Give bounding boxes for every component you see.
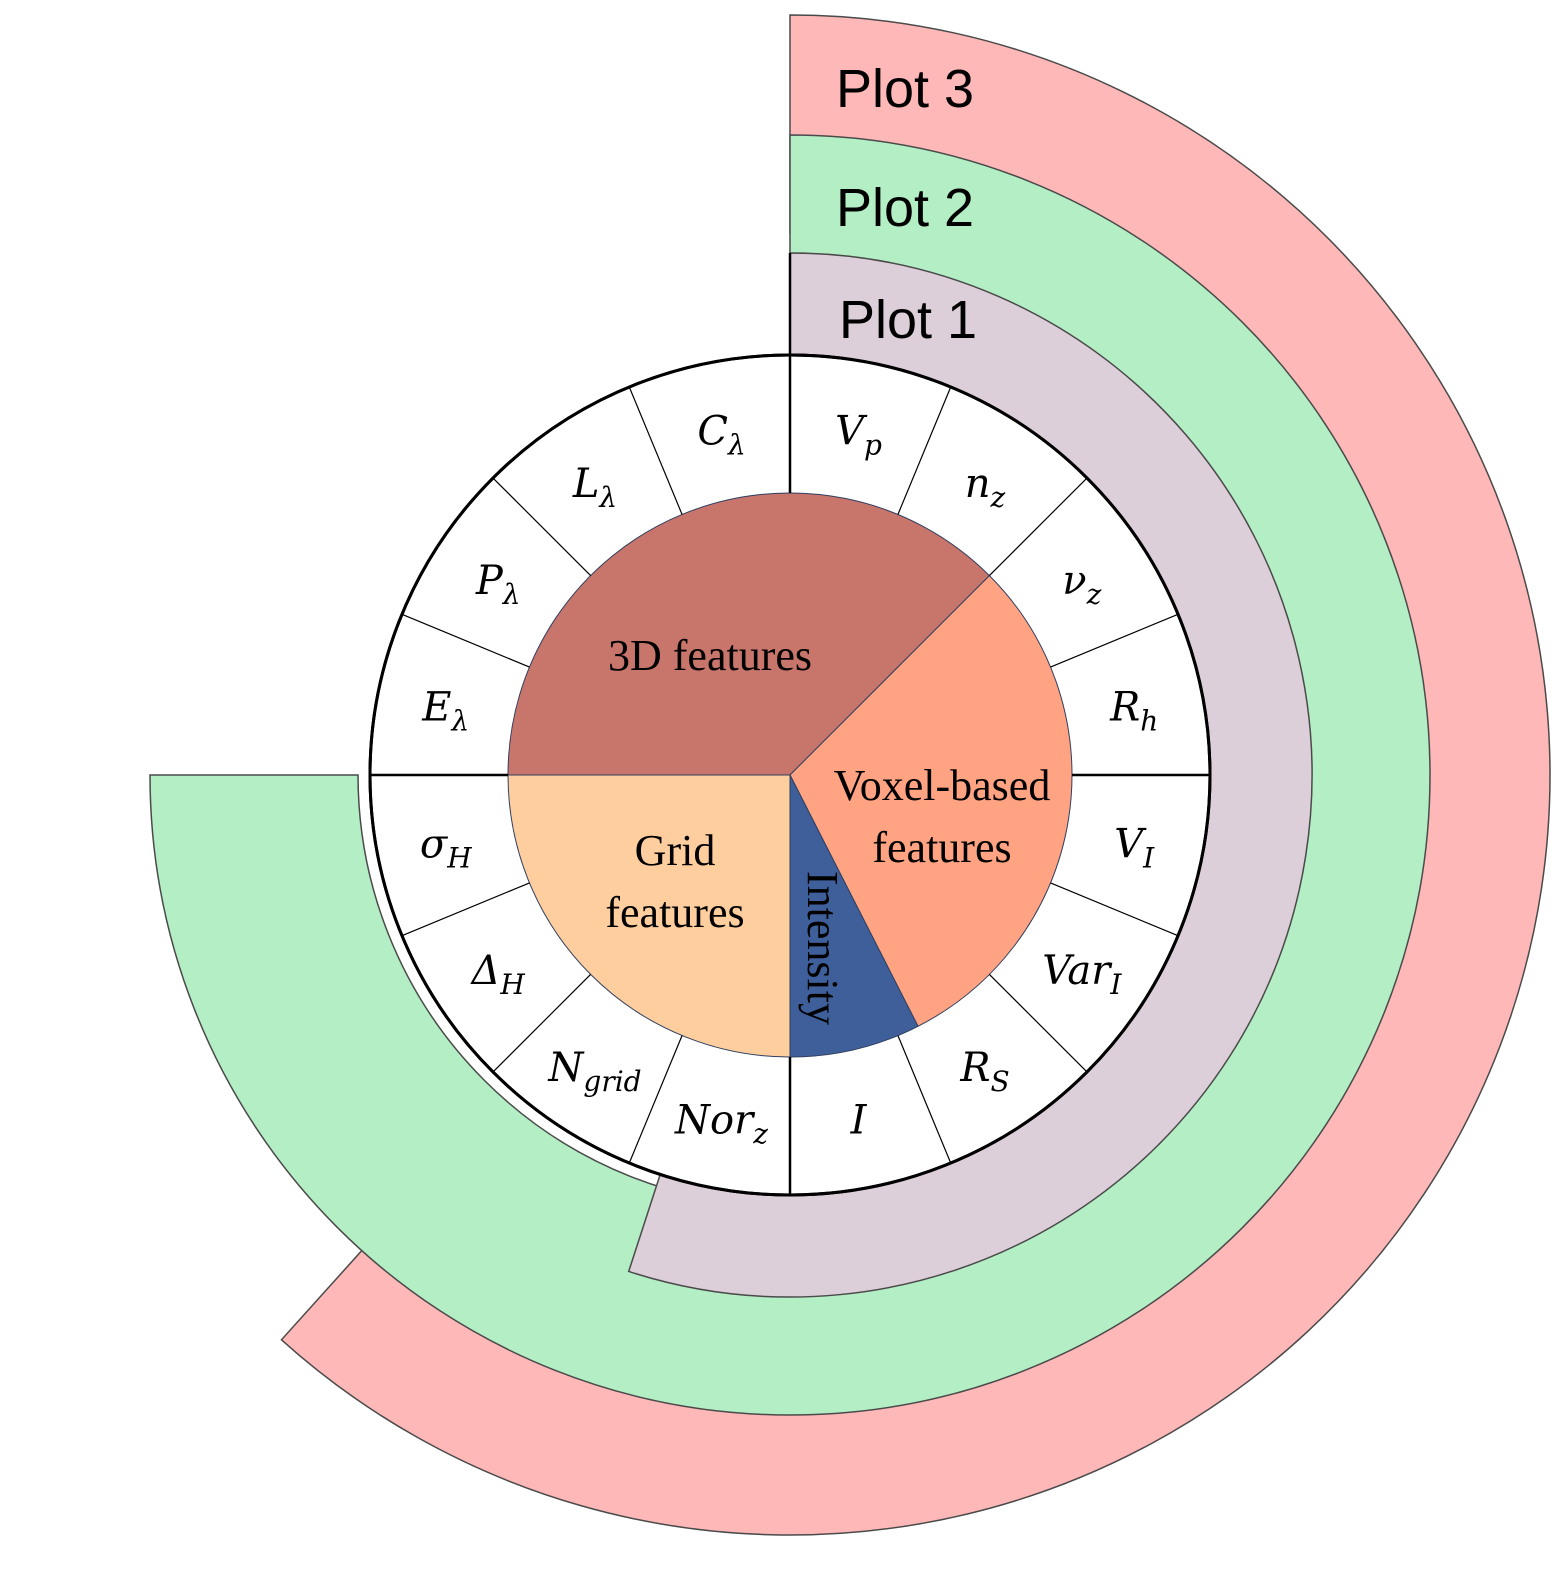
segment-divider-2: [988, 477, 1088, 577]
plot-1-label: Plot 1: [839, 290, 977, 350]
feature-sub-5: I: [1109, 968, 1122, 1001]
segment-divider-7: [897, 1035, 952, 1164]
core-label-3-line-0: Grid: [635, 826, 716, 875]
plot-labels: Plot 3 Plot 2 Plot 1: [836, 59, 977, 350]
segment-divider-6: [988, 973, 1088, 1073]
feature-sub-2: z: [1086, 578, 1102, 611]
feature-label-0: Vp: [835, 409, 882, 462]
feature-sub-11: H: [446, 841, 472, 874]
segment-divider-15: [628, 386, 683, 515]
core-label-0-line-0: 3D features: [608, 631, 812, 680]
feature-label-9: Ngrid: [547, 1045, 641, 1098]
segment-divider-9: [628, 1035, 683, 1164]
feature-sub-9: grid: [583, 1065, 641, 1098]
feature-label-11: σH: [420, 821, 472, 874]
segment-divider-3: [1050, 613, 1179, 668]
feature-main-3: R: [1109, 685, 1140, 731]
feature-label-2: νz: [1062, 558, 1101, 611]
feature-main-2: ν: [1062, 558, 1086, 604]
feature-label-10: ΔH: [469, 948, 525, 1001]
segment-divider-1: [897, 386, 952, 515]
feature-label-3: Rh: [1109, 685, 1158, 738]
feature-sub-8: z: [752, 1117, 768, 1150]
feature-sub-3: h: [1140, 705, 1158, 738]
core-label-2-line-0: Intensity: [798, 871, 847, 1025]
feature-main-9: N: [547, 1045, 585, 1091]
segment-divider-10: [492, 973, 592, 1073]
feature-main-15: C: [697, 409, 728, 455]
feature-main-8: Nor: [674, 1097, 756, 1143]
core-label-1-line-0: Voxel-based: [834, 761, 1051, 810]
feature-group-core: 3D featuresVoxel-basedfeaturesIntensityG…: [507, 492, 1073, 1058]
feature-label-13: Pλ: [475, 558, 521, 611]
feature-label-6: RS: [959, 1045, 1009, 1098]
plot-2-label: Plot 2: [836, 178, 974, 238]
feature-sub-6: S: [990, 1065, 1009, 1098]
feature-label-7: I: [850, 1097, 868, 1143]
segment-divider-5: [1050, 882, 1179, 937]
feature-label-5: VarI: [1042, 948, 1122, 1001]
feature-sub-4: I: [1142, 841, 1155, 874]
feature-sub-1: z: [990, 481, 1006, 514]
segment-divider-13: [401, 613, 530, 668]
plot-3-label: Plot 3: [836, 59, 974, 119]
feature-main-13: P: [475, 558, 504, 604]
feature-main-4: V: [1114, 821, 1147, 867]
feature-label-8: Norz: [674, 1097, 768, 1150]
feature-main-1: n: [965, 461, 991, 507]
feature-main-14: L: [572, 461, 600, 507]
core-sector-1: [789, 574, 1073, 1027]
feature-sub-13: λ: [502, 578, 521, 611]
feature-main-5: Var: [1042, 948, 1113, 994]
segment-divider-14: [492, 477, 592, 577]
core-label-1-line-1: features: [872, 823, 1011, 872]
feature-label-4: VI: [1114, 821, 1155, 874]
feature-sub-0: p: [864, 429, 882, 462]
feature-main-11: σ: [420, 821, 449, 867]
segment-dividers: [368, 253, 1212, 1197]
core-sector-2: [789, 774, 919, 1058]
feature-main-0: V: [835, 409, 868, 455]
feature-sub-15: λ: [727, 429, 746, 462]
feature-label-12: Eλ: [421, 685, 469, 738]
segment-divider-11: [401, 882, 530, 937]
feature-sub-12: λ: [450, 705, 469, 738]
feature-label-1: nz: [965, 461, 1006, 514]
feature-main-6: R: [959, 1045, 990, 1091]
feature-sub-10: H: [499, 968, 525, 1001]
feature-main-12: E: [421, 685, 451, 731]
feature-label-15: Cλ: [697, 409, 745, 462]
core-sector-0: [507, 492, 991, 776]
core-label-3-line-1: features: [605, 888, 744, 937]
feature-sub-14: λ: [598, 481, 617, 514]
feature-main-10: Δ: [469, 948, 500, 994]
feature-main-7: I: [850, 1097, 868, 1143]
feature-label-14: Lλ: [572, 461, 617, 514]
